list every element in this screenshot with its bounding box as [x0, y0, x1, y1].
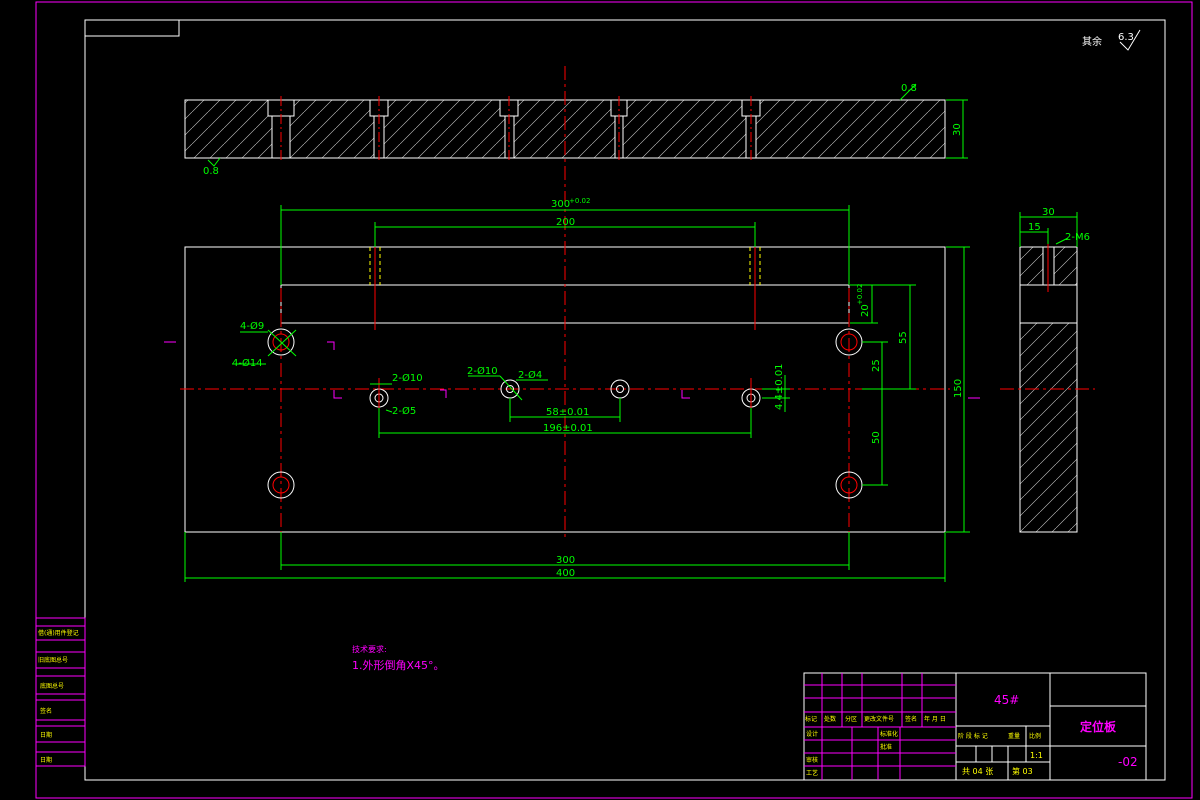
- svg-text:20: 20: [860, 304, 871, 317]
- roughness-other-label: 其余: [1082, 35, 1102, 48]
- svg-text:58±0.01: 58±0.01: [546, 407, 589, 418]
- svg-text:旧底图总号: 旧底图总号: [38, 656, 68, 664]
- svg-text:底图总号: 底图总号: [40, 682, 64, 690]
- notes-heading: 技术要求:: [352, 644, 387, 654]
- svg-text:签名: 签名: [905, 715, 917, 723]
- svg-text:150: 150: [953, 379, 964, 398]
- svg-text:2-Ø10: 2-Ø10: [392, 372, 423, 384]
- svg-text:0.8: 0.8: [901, 83, 917, 94]
- title-block: 标记 处数 分区 更改文件号 签名 年 月 日 设计 审核 工艺 标准化 批准 …: [803, 672, 1147, 781]
- svg-text:批准: 批准: [880, 743, 892, 751]
- svg-text:比例: 比例: [1029, 732, 1041, 740]
- svg-text:标准化: 标准化: [880, 730, 898, 738]
- svg-text:2-M6: 2-M6: [1065, 232, 1090, 243]
- svg-text:196±0.01: 196±0.01: [543, 423, 593, 434]
- svg-text:300: 300: [551, 199, 570, 210]
- svg-text:50: 50: [871, 431, 882, 444]
- svg-text:200: 200: [556, 217, 575, 228]
- svg-text:30: 30: [952, 123, 963, 136]
- svg-text:签名: 签名: [40, 707, 52, 715]
- svg-text:2-Ø10: 2-Ø10: [467, 365, 498, 377]
- svg-text:400: 400: [556, 568, 575, 579]
- svg-text:15: 15: [1028, 222, 1041, 233]
- svg-text:0.8: 0.8: [203, 166, 219, 177]
- roughness-symbol: [1119, 29, 1141, 51]
- outer-frame: [35, 1, 1193, 799]
- svg-text:重量: 重量: [1008, 732, 1020, 740]
- svg-text:年 月 日: 年 月 日: [924, 715, 946, 723]
- svg-text:2-Ø4: 2-Ø4: [518, 369, 542, 381]
- left-revision-strip: 借(通)用件登记 旧底图总号 底图总号 签名 日期 日期: [35, 617, 86, 767]
- svg-text:30: 30: [1042, 207, 1055, 218]
- part-name: 定位板: [1080, 719, 1117, 734]
- svg-text:+0.02: +0.02: [856, 284, 864, 305]
- svg-text:借(通)用件登记: 借(通)用件登记: [38, 629, 79, 637]
- svg-text:55: 55: [898, 331, 909, 344]
- svg-text:更改文件号: 更改文件号: [864, 715, 894, 723]
- svg-text:设计: 设计: [806, 730, 818, 738]
- svg-text:审核: 审核: [806, 756, 818, 764]
- sheet-number: 第 03: [1012, 766, 1033, 776]
- side-section-view: 30 15 2-M6: [1000, 207, 1095, 533]
- svg-text:4-Ø9: 4-Ø9: [240, 320, 264, 332]
- svg-text:+0.02: +0.02: [569, 197, 590, 205]
- svg-text:2-Ø5: 2-Ø5: [392, 405, 416, 417]
- sheet-total: 共 04 张: [962, 767, 993, 776]
- corner-tag-box: [84, 19, 180, 37]
- roughness-other-value: 6.3: [1118, 32, 1134, 43]
- svg-text:分区: 分区: [845, 715, 857, 723]
- svg-text:阶 段 标 记: 阶 段 标 记: [958, 732, 988, 740]
- inner-frame: [84, 19, 1166, 781]
- svg-text:300: 300: [556, 555, 575, 566]
- scale-value: 1:1: [1030, 751, 1043, 760]
- notes-line1: 1.外形倒角X45°。: [352, 659, 445, 672]
- front-plan-view: 4-Ø9 4-Ø14 2-Ø10 2-Ø5 2-Ø10 2-Ø4 300 +0.…: [164, 66, 980, 582]
- drawing-number: -02: [1118, 755, 1138, 769]
- material-label: 45#: [994, 693, 1019, 707]
- svg-text:25: 25: [871, 359, 882, 372]
- svg-text:日期: 日期: [40, 756, 52, 764]
- svg-text:标记: 标记: [805, 715, 817, 723]
- svg-text:4.4±0.01: 4.4±0.01: [774, 363, 785, 410]
- svg-text:4-Ø14: 4-Ø14: [232, 357, 263, 369]
- top-section-view: 0.8 0.8 30: [184, 83, 968, 177]
- svg-text:处数: 处数: [824, 715, 836, 723]
- svg-text:日期: 日期: [40, 731, 52, 739]
- svg-text:工艺: 工艺: [806, 769, 818, 777]
